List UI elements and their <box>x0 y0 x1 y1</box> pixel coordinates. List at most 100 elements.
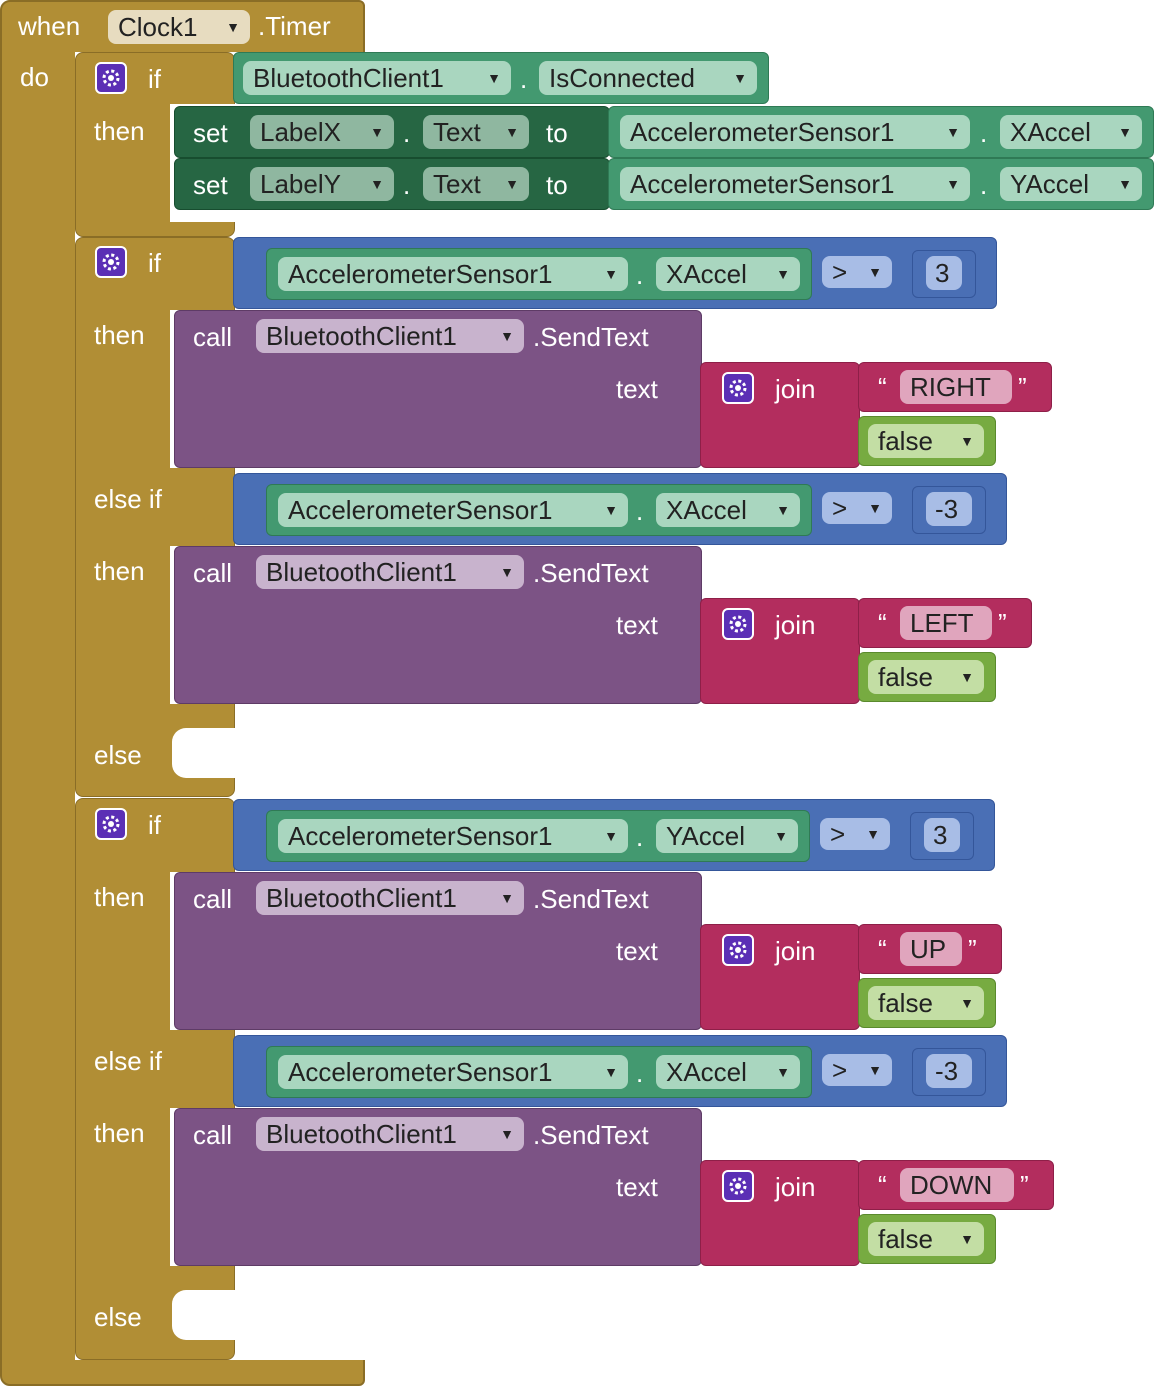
yaccel-property-dropdown[interactable]: YAccel ▼ <box>656 819 798 853</box>
then-label: then <box>94 1118 145 1148</box>
dot-label: . <box>980 170 988 200</box>
to-label: to <box>546 170 568 200</box>
chevron-down-icon: ▼ <box>960 433 974 449</box>
do-label: do <box>20 62 49 92</box>
accelerometer-component-dropdown[interactable]: AccelerometerSensor1 ▼ <box>620 167 970 201</box>
close-quote-label: ” <box>1020 1170 1029 1200</box>
chevron-down-icon: ▼ <box>733 70 747 86</box>
mutator-gear-icon[interactable] <box>722 372 754 404</box>
event-name-label: .Timer <box>258 11 331 41</box>
chevron-down-icon: ▼ <box>776 266 790 282</box>
chevron-down-icon: ▼ <box>500 890 514 906</box>
chevron-down-icon: ▼ <box>500 564 514 580</box>
labely-component-dropdown[interactable]: LabelY ▼ <box>250 167 394 201</box>
else-if-label: else if <box>94 484 162 514</box>
chevron-down-icon: ▼ <box>776 1064 790 1080</box>
dot-label: . <box>636 260 644 290</box>
if-label: if <box>148 64 161 94</box>
chevron-down-icon: ▼ <box>960 669 974 685</box>
accelerometer-component-dropdown[interactable]: AccelerometerSensor1 ▼ <box>278 257 628 291</box>
boolean-dropdown[interactable]: false ▼ <box>868 660 984 694</box>
xaccel-property-dropdown[interactable]: XAccel ▼ <box>656 1055 800 1089</box>
operator-dropdown[interactable]: > ▼ <box>820 818 890 850</box>
chevron-down-icon: ▼ <box>946 176 960 192</box>
isconnected-property-dropdown[interactable]: IsConnected ▼ <box>539 61 757 95</box>
close-quote-label: ” <box>968 934 977 964</box>
accelerometer-component-dropdown[interactable]: AccelerometerSensor1 ▼ <box>278 493 628 527</box>
call-label: call <box>193 322 233 352</box>
chevron-down-icon: ▼ <box>960 995 974 1011</box>
xaccel-property-dropdown[interactable]: XAccel ▼ <box>656 257 800 291</box>
then-label: then <box>94 882 145 912</box>
mutator-gear-icon[interactable] <box>722 608 754 640</box>
method-label: .SendText <box>533 558 649 588</box>
chevron-down-icon: ▼ <box>868 264 882 280</box>
labely-property-dropdown[interactable]: Text ▼ <box>423 167 529 201</box>
chevron-down-icon: ▼ <box>604 1064 618 1080</box>
dot-label: . <box>520 64 528 94</box>
text-param-label: text <box>616 610 658 640</box>
bluetooth-component-dropdown[interactable]: BluetoothClient1 ▼ <box>256 881 524 915</box>
chevron-down-icon: ▼ <box>604 828 618 844</box>
accelerometer-component-dropdown[interactable]: AccelerometerSensor1 ▼ <box>278 1055 628 1089</box>
operator-dropdown[interactable]: > ▼ <box>822 492 892 524</box>
mutator-gear-icon[interactable] <box>722 1170 754 1202</box>
mutator-gear-icon[interactable] <box>95 62 127 94</box>
dot-label: . <box>980 118 988 148</box>
call-label: call <box>193 558 233 588</box>
dot-label: . <box>636 1058 644 1088</box>
number-field[interactable]: -3 <box>926 492 972 526</box>
string-field[interactable]: RIGHT <box>900 370 1012 404</box>
dot-label: . <box>636 496 644 526</box>
set-label: set <box>193 118 228 148</box>
chevron-down-icon: ▼ <box>604 502 618 518</box>
dot-label: . <box>403 170 411 200</box>
accelerometer-component-dropdown[interactable]: AccelerometerSensor1 ▼ <box>278 819 628 853</box>
chevron-down-icon: ▼ <box>776 502 790 518</box>
number-field[interactable]: 3 <box>924 818 960 852</box>
xaccel-property-dropdown[interactable]: XAccel ▼ <box>656 493 800 527</box>
mutator-gear-icon[interactable] <box>95 808 127 840</box>
bluetooth-component-dropdown[interactable]: BluetoothClient1 ▼ <box>256 319 524 353</box>
boolean-dropdown[interactable]: false ▼ <box>868 424 984 458</box>
boolean-dropdown[interactable]: false ▼ <box>868 1222 984 1256</box>
accelerometer-component-dropdown[interactable]: AccelerometerSensor1 ▼ <box>620 115 970 149</box>
chevron-down-icon: ▼ <box>960 1231 974 1247</box>
bluetooth-component-dropdown[interactable]: BluetoothClient1 ▼ <box>256 1117 524 1151</box>
call-label: call <box>193 1120 233 1150</box>
when-label: when <box>18 11 81 41</box>
bluetooth-component-dropdown[interactable]: BluetoothClient1 ▼ <box>256 555 524 589</box>
number-field[interactable]: 3 <box>926 256 962 290</box>
chevron-down-icon: ▼ <box>370 176 384 192</box>
chevron-down-icon: ▼ <box>500 328 514 344</box>
operator-dropdown[interactable]: > ▼ <box>822 256 892 288</box>
string-field[interactable]: LEFT <box>900 606 992 640</box>
if-label: if <box>148 810 161 840</box>
close-quote-label: ” <box>998 608 1007 638</box>
else-label: else <box>94 1302 142 1332</box>
then-label: then <box>94 116 145 146</box>
chevron-down-icon: ▼ <box>1118 176 1132 192</box>
mutator-gear-icon[interactable] <box>722 934 754 966</box>
chevron-down-icon: ▼ <box>868 500 882 516</box>
string-field[interactable]: UP <box>900 932 962 966</box>
xaccel-property-dropdown[interactable]: XAccel ▼ <box>1000 115 1142 149</box>
string-field[interactable]: DOWN <box>900 1168 1014 1202</box>
then-label: then <box>94 556 145 586</box>
labelx-component-dropdown[interactable]: LabelX ▼ <box>250 115 394 149</box>
operator-dropdown[interactable]: > ▼ <box>822 1054 892 1086</box>
labelx-property-dropdown[interactable]: Text ▼ <box>423 115 529 149</box>
clock-component-dropdown[interactable]: Clock1 ▼ <box>108 10 250 44</box>
chevron-down-icon: ▼ <box>370 124 384 140</box>
yaccel-property-dropdown[interactable]: YAccel ▼ <box>1000 167 1142 201</box>
bluetooth-component-dropdown[interactable]: BluetoothClient1 ▼ <box>243 61 511 95</box>
chevron-down-icon: ▼ <box>505 176 519 192</box>
else-label: else <box>94 740 142 770</box>
if-block-3-else-slot <box>172 1290 235 1340</box>
open-quote-label: “ <box>878 1170 887 1200</box>
number-field[interactable]: -3 <box>926 1054 972 1088</box>
to-label: to <box>546 118 568 148</box>
boolean-dropdown[interactable]: false ▼ <box>868 986 984 1020</box>
join-block[interactable] <box>700 1160 860 1266</box>
mutator-gear-icon[interactable] <box>95 246 127 278</box>
